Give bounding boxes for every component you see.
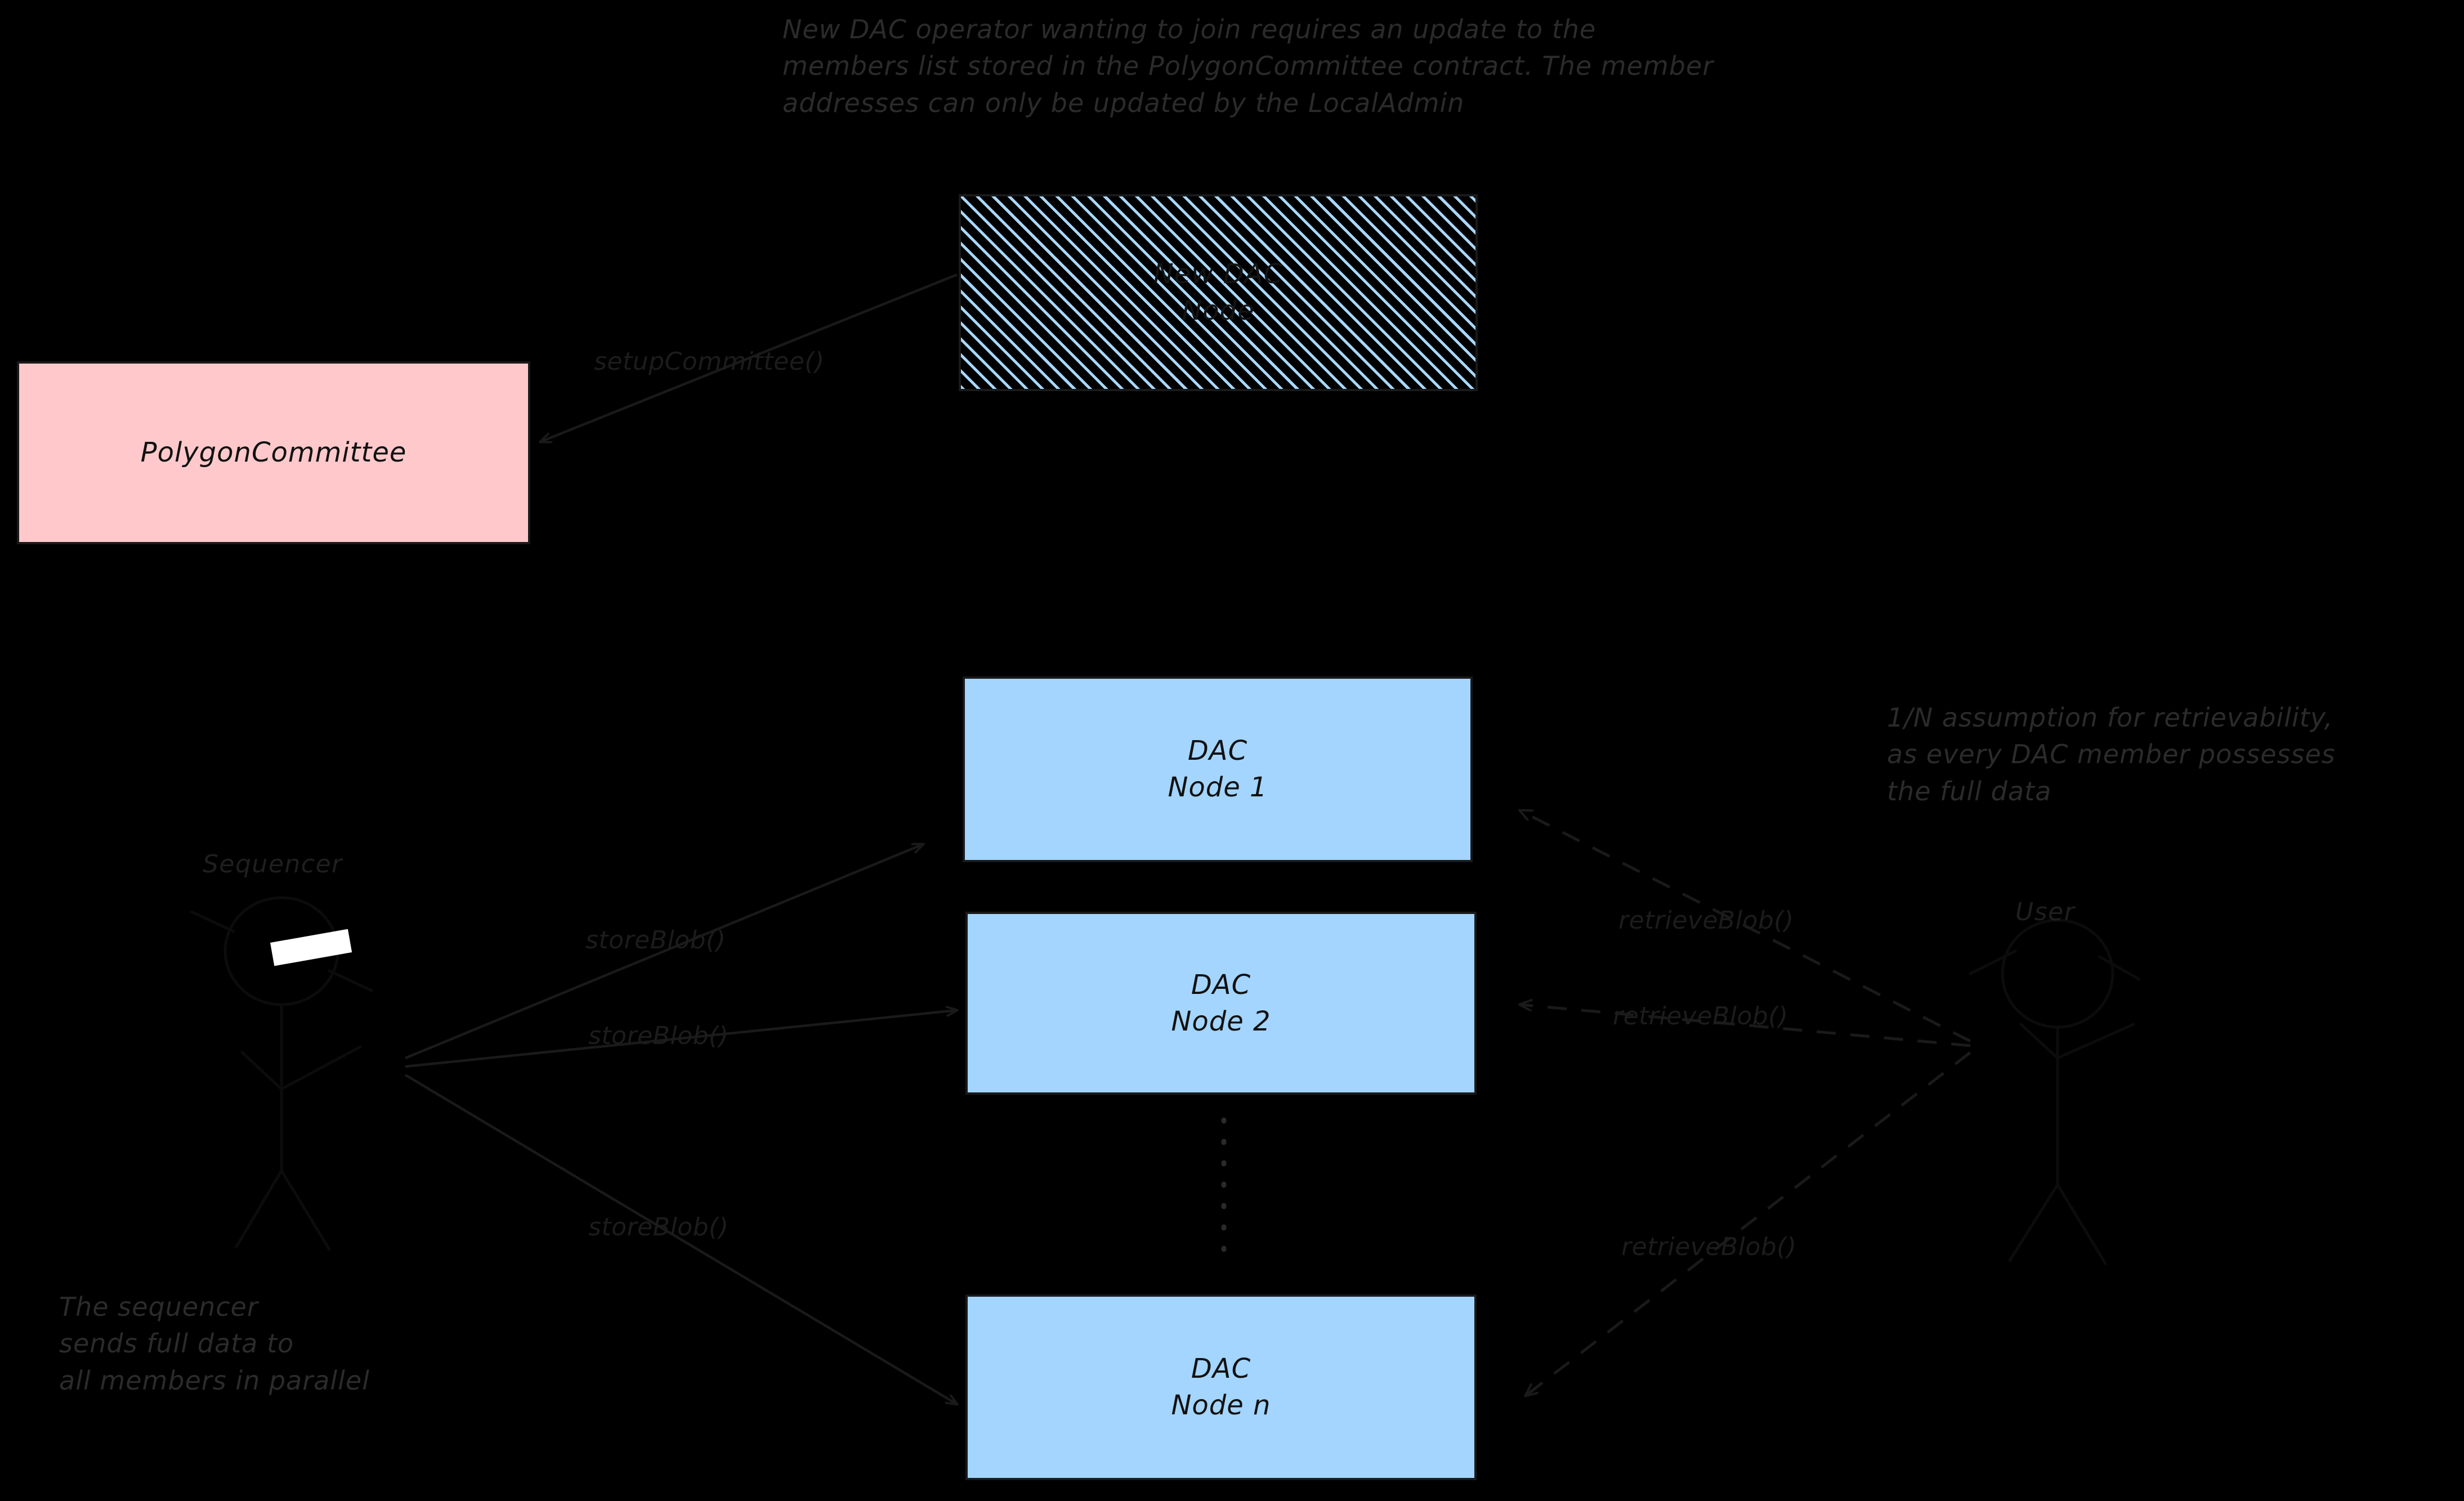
edge-label-setup-committee: setupCommittee(): [594, 347, 825, 376]
edge-label-retrieve-blob-node1: retrieveBlob(): [1618, 906, 1794, 935]
edge-label-store-blob-node2: storeBlob(): [588, 1021, 729, 1050]
edge-label-retrieve-blob-noden: retrieveBlob(): [1621, 1233, 1797, 1261]
edge-label-retrieve-blob-node2: retrieveBlob(): [1613, 1002, 1788, 1030]
box-new-dac-node[interactable]: New DAC Node: [959, 194, 1478, 391]
note-top: New DAC operator wanting to join require…: [782, 14, 1714, 118]
label-sequencer: Sequencer: [203, 850, 343, 879]
box-dac-node-2[interactable]: DAC Node 2: [965, 912, 1477, 1095]
sequencer-head-band: [270, 929, 352, 966]
box-polygon-committee[interactable]: PolygonCommittee: [17, 361, 530, 544]
note-right: 1/N assumption for retrievability, as ev…: [1887, 702, 2336, 806]
label-user: User: [2015, 898, 2076, 926]
box-dac-node-n[interactable]: DAC Node n: [965, 1294, 1477, 1480]
edge-label-store-blob-noden: storeBlob(): [588, 1213, 729, 1242]
edge-retrieve-blob-noden: [1526, 1051, 1971, 1396]
user-figure: [1969, 918, 2141, 1265]
edge-label-store-blob-node1: storeBlob(): [585, 926, 726, 955]
box-dac-node-1[interactable]: DAC Node 1: [963, 676, 1473, 862]
note-bottom-left: The sequencer sends full data to all mem…: [59, 1292, 370, 1396]
